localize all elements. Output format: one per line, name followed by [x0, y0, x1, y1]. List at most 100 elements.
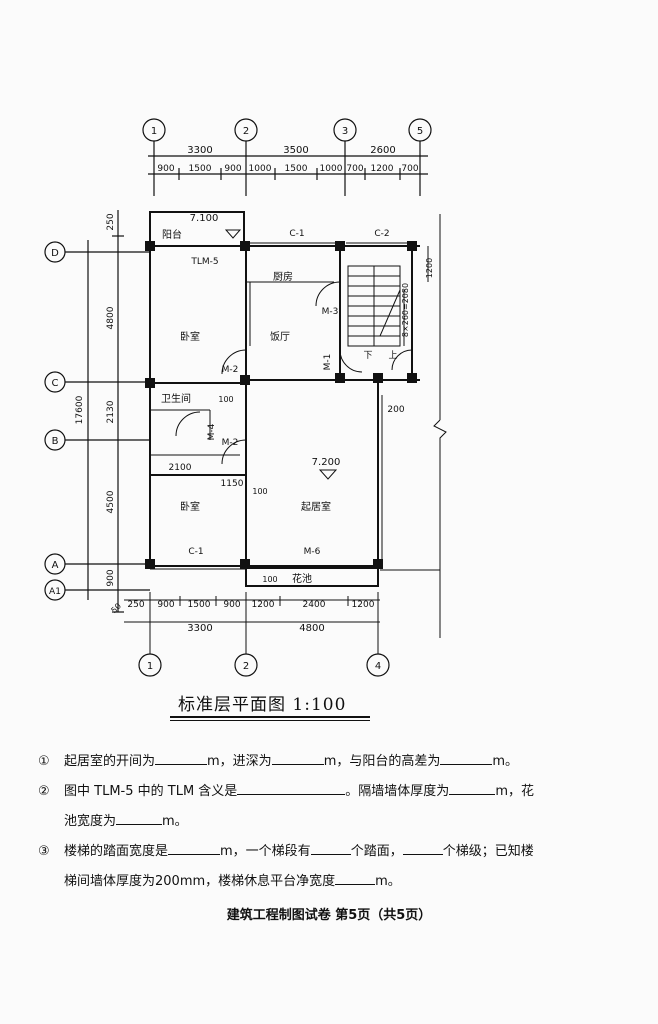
label-tlm5: TLM-5 — [190, 257, 218, 267]
dim-right-1200: 1200 — [425, 258, 434, 278]
answer-blank[interactable] — [271, 752, 324, 765]
dim-100-a: 100 — [218, 395, 233, 404]
axis-label-A: A — [52, 560, 59, 571]
label-m2-upper: M-2 — [222, 365, 239, 375]
question-text: m。 — [492, 754, 519, 769]
axis-label-1-top: 1 — [151, 126, 157, 137]
label-m6: M-6 — [304, 547, 321, 557]
question-number: ③ — [38, 844, 50, 859]
elev-living: 7.200 — [312, 457, 341, 468]
door-swing-m2-upper — [221, 349, 247, 375]
elev-balcony: 7.100 — [190, 213, 219, 224]
label-c2: C-2 — [374, 229, 389, 239]
axis-label-C: C — [52, 378, 59, 389]
dim-top-detail: 900 — [157, 164, 174, 174]
dim-top-3500: 3500 — [283, 145, 308, 156]
room-kitchen: 厨房 — [273, 270, 293, 283]
dim-1150: 1150 — [221, 479, 244, 489]
question-text: m，与阳台的高差为 — [323, 754, 441, 769]
question-number: ① — [38, 754, 50, 769]
axis-label-3-top: 3 — [342, 126, 348, 137]
dim-left-detail: 4500 — [106, 490, 116, 513]
answer-blank[interactable] — [116, 812, 163, 825]
question-text: m。 — [162, 814, 188, 829]
answer-blank[interactable] — [449, 782, 496, 795]
plan-title: 标准层平面图 1:100 — [178, 695, 347, 715]
question-line: ③ 楼梯的踏面宽度是 m，一个梯段有 个踏面， 个梯级；已知楼 — [38, 842, 534, 861]
question-text: 梯间墙体厚度为200mm，楼梯休息平台净宽度 — [64, 874, 336, 889]
answer-blank[interactable] — [335, 872, 376, 885]
label-m4: M-4 — [207, 423, 217, 440]
room-bathroom: 卫生间 — [161, 392, 191, 405]
dim-bottom-detail: 900 — [223, 600, 240, 610]
planter-outline — [245, 567, 379, 587]
dim-2100: 2100 — [169, 463, 192, 473]
question-text: m。 — [375, 874, 401, 889]
axis-label-1-bottom: 1 — [147, 661, 153, 672]
axis-label-D: D — [51, 248, 59, 259]
door-swing-m3 — [315, 281, 341, 307]
question-text: 图中 TLM-5 中的 TLM 含义是 — [64, 784, 238, 799]
dim-top-detail: 1500 — [189, 164, 212, 174]
axis-label-5-top: 5 — [417, 126, 423, 137]
dim-bottom-detail: 900 — [157, 600, 174, 610]
dim-top-detail: 1000 — [249, 164, 272, 174]
title-underline — [170, 720, 370, 721]
answer-blank[interactable] — [310, 842, 351, 855]
room-balcony: 阳台 — [162, 228, 182, 241]
room-planter: 花池 — [292, 572, 312, 585]
dim-bottom-4800: 4800 — [299, 623, 324, 634]
dim-bottom-detail: 250 — [127, 600, 144, 610]
dim-bottom-detail: 1200 — [352, 600, 375, 610]
answer-blank[interactable] — [402, 842, 443, 855]
dim-bottom-detail: 1200 — [252, 600, 275, 610]
answer-blank[interactable] — [155, 752, 208, 765]
question-line: 梯间墙体厚度为200mm，楼梯休息平台净宽度 m。 — [38, 872, 401, 891]
label-c1-top: C-1 — [289, 229, 304, 239]
question-text: 。隔墙墙体厚度为 — [345, 784, 450, 799]
dim-left-detail: 4800 — [106, 306, 116, 329]
question-text: 楼梯的踏面宽度是 — [64, 844, 169, 859]
room-living: 起居室 — [301, 500, 331, 513]
title-underline — [170, 716, 370, 718]
room-bedroom-top: 卧室 — [180, 330, 200, 343]
dim-top-detail: 1500 — [285, 164, 308, 174]
dim-100-b: 100 — [252, 487, 267, 496]
door-swing-m2-lower — [221, 439, 247, 465]
label-m2-lower: M-2 — [222, 438, 239, 448]
dim-bottom-detail: 1500 — [188, 600, 211, 610]
dim-bottom-3300: 3300 — [187, 623, 212, 634]
question-text: 起居室的开间为 — [64, 754, 156, 769]
question-line: 池宽度为 m。 — [38, 812, 188, 831]
label-up: 上 — [388, 350, 397, 361]
label-c1-bottom: C-1 — [188, 547, 203, 557]
answer-blank[interactable] — [440, 752, 493, 765]
dim-top-3300: 3300 — [187, 145, 212, 156]
question-text: m，进深为 — [207, 754, 272, 769]
dim-top-detail: 900 — [224, 164, 241, 174]
dim-top-detail: 1200 — [371, 164, 394, 174]
stair-note: 8×260=2080 — [401, 283, 410, 337]
question-text: 个梯级；已知楼 — [442, 844, 534, 859]
dim-left-17600: 17600 — [75, 395, 85, 424]
axis-bubble-1-bottom — [138, 653, 162, 677]
question-text: 池宽度为 — [64, 814, 117, 829]
dim-100-c: 100 — [262, 575, 277, 584]
answer-blank[interactable] — [168, 842, 221, 855]
axis-label-A1: A1 — [49, 587, 61, 597]
question-text: m，一个梯段有 — [220, 844, 311, 859]
dim-bottom-detail: 2400 — [303, 600, 326, 610]
question-number: ② — [38, 784, 50, 799]
axis-label-2-top: 2 — [243, 126, 249, 137]
page-footer: 建筑工程制图试卷 第5页（共5页） — [226, 908, 432, 923]
floor-plan-drawing: 1 2 3 5 3300 3500 2600 900 1500 900 1000… — [44, 118, 447, 677]
question-line: ① 起居室的开间为 m，进深为 m，与阳台的高差为 m。 — [38, 752, 518, 771]
dim-left-detail: 250 — [106, 213, 116, 230]
axis-bubble-2-bottom — [234, 653, 258, 677]
question-text: 个踏面， — [350, 844, 403, 859]
axis-label-2-bottom: 2 — [243, 661, 249, 672]
axis-bubble-4-bottom — [366, 653, 390, 677]
dim-200: 200 — [387, 405, 404, 415]
answer-blank[interactable] — [237, 782, 346, 795]
